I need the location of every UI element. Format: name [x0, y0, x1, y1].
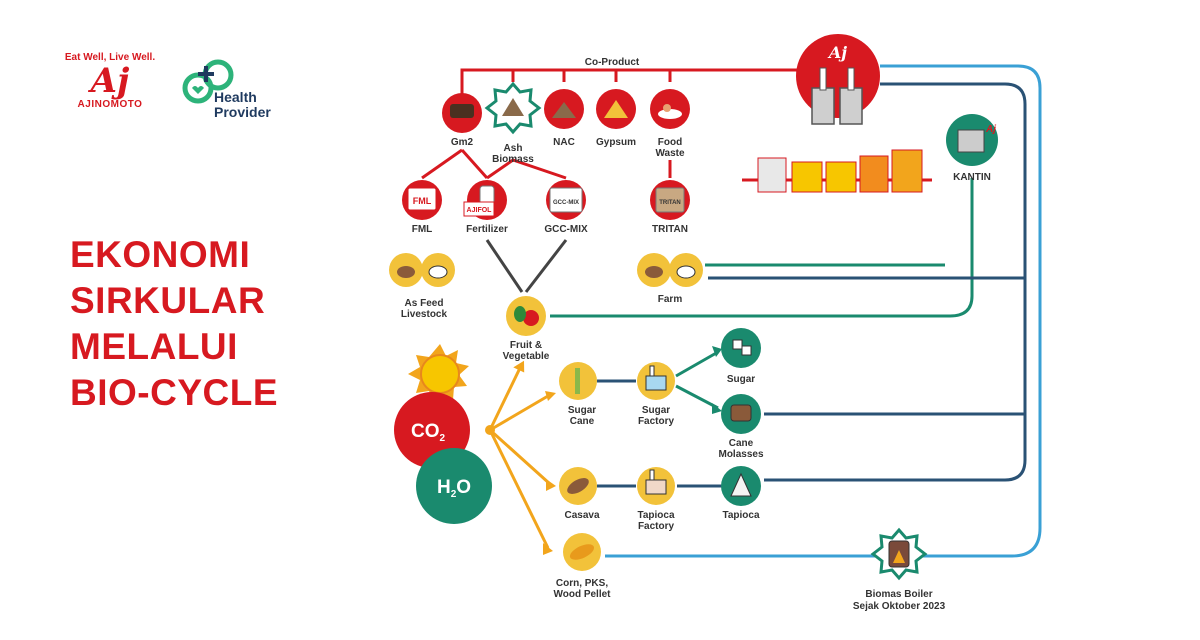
- headline-line1: EKONOMI: [70, 234, 251, 275]
- tapioca-factory-node: Tapioca Factory: [637, 467, 675, 532]
- ash-biomass-node: Ash Biomass: [484, 81, 542, 165]
- sugar-node: Sugar: [721, 328, 761, 385]
- svg-text:CO2: CO2: [411, 421, 446, 444]
- ajinomoto-factory: Aj: [796, 34, 880, 125]
- health-provider-logo: Health Provider: [178, 58, 288, 122]
- food-waste-label-1: Food: [658, 137, 682, 148]
- fertilizer-node: AJIFOL Fertilizer: [463, 180, 508, 235]
- headline: EKONOMI SIRKULAR MELALUI BIO-CYCLE: [70, 232, 278, 416]
- sugar-factory-node: Sugar Factory: [637, 362, 675, 427]
- as-feed-livestock-node: As Feed Livestock: [389, 253, 455, 320]
- brand-name: AJINOMOTO: [77, 99, 143, 110]
- farm-label: Farm: [658, 294, 683, 305]
- cane-molasses-label-2: Molasses: [718, 449, 763, 460]
- sugar-label: Sugar: [727, 374, 755, 385]
- aj-logo-mark: Aj: [90, 61, 130, 101]
- tapioca-label: Tapioca: [722, 510, 759, 521]
- corn-pks-node: Corn, PKS, Wood Pellet: [553, 533, 611, 600]
- biomas-boiler-node: Biomas Boiler Sejak Oktober 2023: [853, 527, 946, 612]
- corn-pks-label-1: Corn, PKS,: [556, 578, 608, 589]
- blue-return-lines: [605, 64, 1042, 558]
- h2o-o: O: [456, 477, 471, 498]
- co2-main: CO: [411, 421, 440, 442]
- fruit-vegetable-label-2: Vegetable: [503, 351, 550, 362]
- as-feed-label-1: As Feed: [405, 298, 444, 309]
- sugar-factory-label-2: Factory: [638, 416, 675, 427]
- ash-biomass-label-2: Biomass: [492, 154, 534, 165]
- health-provider-name: Health Provider: [214, 90, 271, 120]
- tritan-node: TRITAN TRITAN: [650, 180, 690, 235]
- svg-text:Aj: Aj: [985, 124, 996, 135]
- co2-subscript: 2: [439, 433, 445, 444]
- brand-tagline: Eat Well, Live Well.: [64, 52, 156, 63]
- ajinomoto-logo: Eat Well, Live Well. Aj AJINOMOTO: [60, 52, 160, 110]
- tapioca-factory-label-1: Tapioca: [637, 510, 674, 521]
- cane-molasses-label-1: Cane: [729, 438, 754, 449]
- fruit-vegetable-node: Fruit & Vegetable: [503, 296, 550, 362]
- gm2-label: Gm2: [451, 137, 474, 148]
- kantin-label: KANTIN: [953, 172, 991, 183]
- nac-label: NAC: [553, 137, 575, 148]
- farm-node: Farm: [637, 253, 703, 305]
- health-provider-line2: Provider: [214, 104, 271, 120]
- casava-node: Casava: [559, 467, 600, 521]
- food-waste-label-2: Waste: [655, 148, 685, 159]
- fml-label: FML: [412, 224, 433, 235]
- factory-logo: Aj: [827, 43, 847, 62]
- fml-box-text: FML: [413, 196, 432, 206]
- h2o-h: H: [437, 477, 451, 498]
- sugar-cane-node: Sugar Cane: [559, 362, 597, 427]
- gcc-mix-box-text: GCC-MIX: [553, 200, 579, 206]
- biomas-boiler-label-1: Biomas Boiler: [865, 589, 932, 600]
- tapioca-factory-label-2: Factory: [638, 521, 675, 532]
- gcc-mix-label: GCC-MIX: [544, 224, 588, 235]
- svg-text:H2O: H2O: [437, 477, 471, 500]
- casava-label: Casava: [564, 510, 599, 521]
- orange-source-lines: [488, 367, 552, 549]
- ajifol-box-text: AJIFOL: [467, 207, 493, 214]
- sun-icon: [408, 344, 469, 403]
- green-return-lines: [550, 178, 974, 410]
- fml-node: FML FML: [402, 180, 442, 235]
- fruit-vegetable-label-1: Fruit &: [510, 340, 542, 351]
- sugar-factory-label-1: Sugar: [642, 405, 670, 416]
- ash-biomass-label-1: Ash: [504, 143, 523, 154]
- tritan-box-text: TRITAN: [659, 200, 681, 206]
- navy-return-lines: [597, 82, 1027, 488]
- arrowheads: [513, 346, 722, 555]
- gypsum-node: Gypsum: [596, 89, 636, 148]
- kantin-node: Aj KANTIN: [946, 114, 998, 183]
- tritan-label: TRITAN: [652, 224, 688, 235]
- sugar-cane-label-1: Sugar: [568, 405, 596, 416]
- health-provider-icon: [182, 59, 234, 104]
- h2o-subscript: 2: [451, 489, 457, 500]
- headline-line4: BIO-CYCLE: [70, 372, 278, 413]
- sugar-cane-label-2: Cane: [570, 416, 595, 427]
- fertilizer-label: Fertilizer: [466, 224, 508, 235]
- tapioca-node: Tapioca: [721, 466, 761, 521]
- cane-molasses-node: Cane Molasses: [718, 394, 764, 460]
- co-product-label: Co-Product: [585, 57, 640, 68]
- biomas-boiler-label-2: Sejak Oktober 2023: [853, 601, 946, 612]
- grey-fruit-lines: [485, 239, 568, 293]
- as-feed-label-2: Livestock: [401, 309, 448, 320]
- food-waste-node: Food Waste: [650, 89, 690, 159]
- source-hub-dot: [485, 425, 495, 435]
- gypsum-label: Gypsum: [596, 137, 636, 148]
- headline-line2: SIRKULAR: [70, 280, 266, 321]
- h2o-node: H2O: [416, 448, 492, 524]
- corn-pks-label-2: Wood Pellet: [553, 589, 611, 600]
- health-provider-line1: Health: [214, 89, 257, 105]
- nac-node: NAC: [544, 89, 584, 148]
- product-shelf: [757, 149, 923, 193]
- gm2-node: Gm2: [442, 93, 482, 148]
- gcc-mix-node: GCC-MIX GCC-MIX: [544, 180, 588, 235]
- headline-line3: MELALUI: [70, 326, 238, 367]
